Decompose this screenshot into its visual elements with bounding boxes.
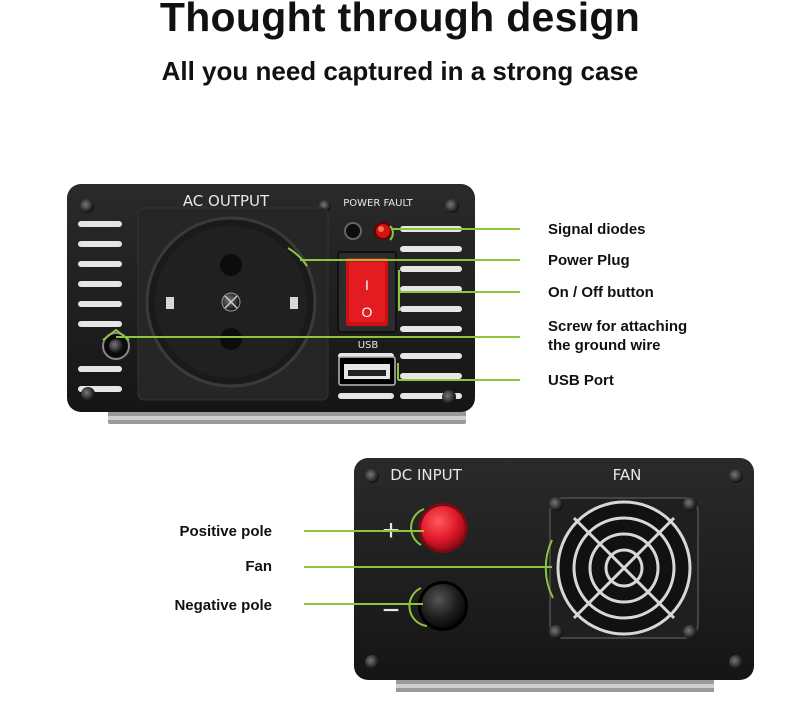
callout-ground-screw: Screw for attaching the ground wire (548, 317, 687, 355)
callout-negative-pole: Negative pole (174, 597, 272, 614)
callout-positive-pole: Positive pole (179, 523, 272, 540)
minus-symbol: − (382, 594, 400, 627)
power-fault-label: POWER FAULT (343, 198, 413, 209)
switch-on-symbol: I (365, 277, 369, 293)
socket-ground-clip-left (166, 297, 174, 309)
fan-grille (549, 497, 699, 639)
fan-label: FAN (613, 466, 642, 484)
callout-usb-port: USB Port (548, 372, 614, 389)
callout-ground-screw-line2: the ground wire (548, 337, 661, 354)
back-panel: DC INPUT FAN + − (354, 458, 754, 692)
positive-terminal-knob[interactable] (418, 503, 468, 553)
page-subtitle: All you need captured in a strong case (161, 56, 639, 86)
ground-screw (102, 332, 130, 360)
usb-port[interactable] (338, 356, 396, 386)
usb-label: USB (358, 340, 379, 351)
callout-fan: Fan (245, 558, 272, 575)
switch-off-symbol: O (362, 304, 373, 320)
front-left-vents (78, 221, 122, 392)
schuko-socket (145, 216, 317, 388)
page-title: Thought through design (159, 0, 641, 40)
socket-ground-clip-right (290, 297, 298, 309)
callout-on-off-button: On / Off button (548, 284, 654, 301)
back-callout-lines (304, 508, 554, 627)
ac-output-label: AC OUTPUT (183, 192, 270, 210)
front-callout-lines (102, 225, 520, 381)
dc-input-label: DC INPUT (390, 466, 462, 484)
callout-signal-diodes: Signal diodes (548, 221, 646, 238)
front-panel: AC OUTPUT POWER FAULT I O USB (67, 184, 475, 424)
on-off-switch[interactable]: I O (337, 251, 397, 333)
back-corner-screws (365, 469, 743, 669)
power-led (344, 222, 362, 240)
negative-terminal-knob[interactable] (418, 581, 468, 631)
callout-ground-screw-line1: Screw for attaching (548, 318, 688, 335)
callout-power-plug: Power Plug (548, 252, 630, 269)
